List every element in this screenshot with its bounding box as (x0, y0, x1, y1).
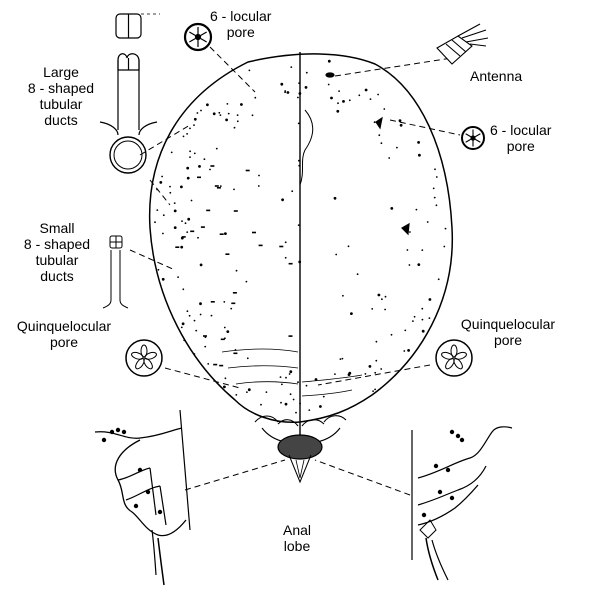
label-anal-lobe: Anal lobe (262, 522, 332, 554)
label-line: pore (506, 138, 535, 154)
label-line: Anal (282, 522, 312, 538)
quinquelocular-pore-left-icon (125, 339, 163, 377)
anal-lobe-left-enlargement (94, 409, 191, 586)
label-large-ducts: Large 8 - shaped tubular ducts (12, 64, 110, 128)
label-line: 6 - locular (210, 8, 272, 24)
small-duct-enlargement (102, 235, 129, 309)
label-line: Small (39, 220, 75, 236)
label-line: ducts (40, 268, 74, 284)
label-line: pore (49, 334, 79, 350)
pore-6-locular-top-icon (183, 22, 213, 52)
label-quinquelocular-pore-left: Quinquelocular pore (4, 318, 124, 350)
label-line: ducts (44, 112, 78, 128)
leader-lines (129, 46, 461, 496)
label-line: 8 - shaped (23, 236, 91, 252)
label-line: 6 - locular (490, 122, 552, 138)
label-line: pore (226, 24, 255, 40)
dorsal-curve (299, 109, 314, 186)
leg-hind (401, 222, 410, 236)
label-line: pore (493, 332, 523, 348)
anal-cleft (277, 434, 323, 484)
label-line: tubular (35, 252, 79, 268)
antenna-enlargement (436, 23, 489, 65)
label-small-ducts: Small 8 - shaped tubular ducts (8, 220, 106, 284)
label-line: tubular (39, 96, 83, 112)
label-line: Quinquelocular (460, 316, 556, 332)
label-6-locular-pore-right: 6 - locular pore (490, 122, 551, 154)
insect-body (148, 52, 454, 484)
quinquelocular-pore-right-icon (435, 339, 473, 377)
pore-6-locular-right-icon (461, 126, 485, 150)
label-quinquelocular-pore-right: Quinquelocular pore (448, 316, 568, 348)
anal-lobe-right-enlargement (411, 426, 513, 581)
body-pore-dots (154, 59, 447, 414)
label-line: Large (43, 64, 79, 80)
body-outline (148, 53, 454, 424)
label-line: Quinquelocular (16, 318, 112, 334)
large-duct-enlargement (99, 13, 160, 174)
body-antenna-base (325, 72, 335, 78)
label-line: Antenna (470, 68, 523, 84)
label-6-locular-pore-top: 6 - locular pore (210, 8, 271, 40)
label-line: 8 - shaped (27, 80, 95, 96)
label-line: lobe (283, 538, 311, 554)
segment-lines (221, 348, 363, 397)
leg-fore (375, 116, 383, 130)
label-antenna: Antenna (470, 68, 522, 84)
